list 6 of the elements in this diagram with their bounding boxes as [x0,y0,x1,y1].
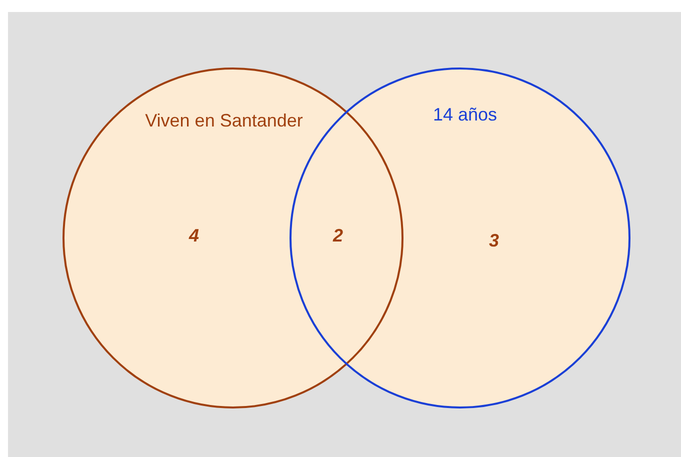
count-label: 2 [333,226,343,246]
count-label: 4 [189,226,199,246]
set-circle [62,67,404,409]
set-label: Viven en Santander [145,110,303,132]
count-label: 3 [489,230,499,252]
set-label: 14 años [432,104,498,126]
